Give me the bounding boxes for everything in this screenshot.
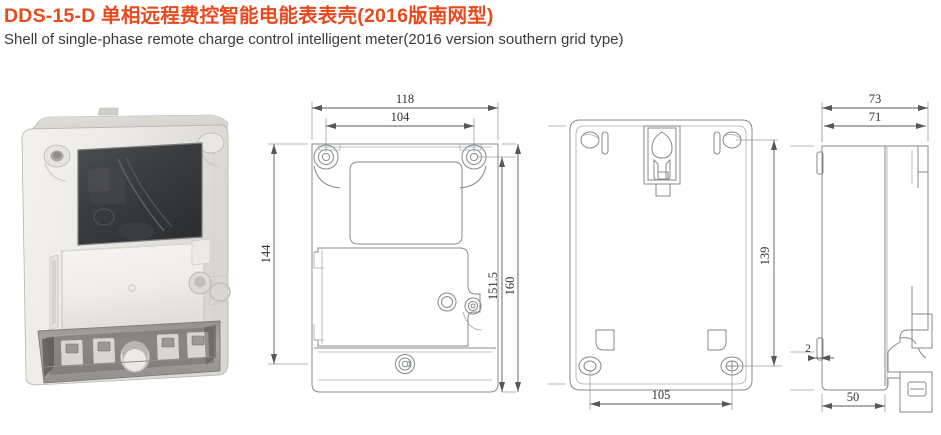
side-extension-lines: [790, 102, 929, 412]
dimension-144-label: 144: [259, 244, 273, 264]
dimension-118: 118: [312, 92, 498, 111]
dimension-118-label: 118: [396, 92, 414, 106]
side-terminal-box: [899, 371, 933, 413]
dimension-104-label: 104: [391, 110, 411, 124]
photo-terminal-cover: [49, 238, 231, 334]
dimension-151-5: 151.5: [486, 157, 505, 392]
dimension-73: 73: [822, 92, 928, 111]
dimension-139-label: 139: [758, 247, 772, 266]
front-extension-lines: [268, 102, 516, 393]
dimension-71: 71: [824, 110, 926, 129]
side-tab-upper: [816, 151, 824, 175]
front-terminal-cover: [313, 247, 483, 347]
rear-extension-lines: [548, 125, 782, 410]
rear-hanging-bracket: [643, 125, 681, 197]
dimension-105-label: 105: [652, 388, 671, 402]
front-view-drawing: 118 104 144 151.5: [259, 90, 524, 420]
dimension-144: 144: [259, 144, 277, 364]
rear-bracket-tab-left: [595, 329, 615, 351]
rear-view-outline: [569, 119, 753, 391]
front-terminal-zone: [314, 347, 496, 381]
product-photo: [14, 95, 264, 410]
dimension-160: 160: [503, 144, 521, 392]
front-mount-hole-right: [459, 144, 487, 189]
side-view-outline: [816, 145, 933, 413]
dimension-104: 104: [326, 110, 474, 129]
dimension-2: 2: [805, 343, 834, 361]
photo-mounting-boss-left: [43, 144, 71, 182]
rear-corner-boss-top-left: [580, 131, 600, 149]
side-upper-bracket: [911, 146, 928, 188]
dimension-50: 50: [822, 390, 885, 409]
dimension-71-label: 71: [869, 110, 882, 124]
rear-vent-slot-right: [713, 131, 721, 155]
side-view-drawing: 73 71 2 50: [790, 90, 941, 420]
dimension-73-label: 73: [869, 92, 882, 106]
page-header: DDS-15-D 单相远程费控智能电能表表壳(2016版南网型) Shell o…: [4, 4, 934, 50]
dimension-160-label: 160: [503, 277, 517, 296]
side-tab-lower: [816, 337, 824, 361]
front-display-window: [349, 161, 463, 245]
page-subtitle: Shell of single-phase remote charge cont…: [4, 31, 624, 48]
rear-view-drawing: 139 105: [548, 90, 798, 420]
rear-bracket-tab-right: [707, 329, 727, 351]
dimension-105: 105: [590, 388, 732, 407]
front-mount-hole-left: [313, 144, 341, 189]
side-lower-bracket: [899, 286, 933, 359]
dimension-139: 139: [758, 140, 777, 366]
dimension-151-5-label: 151.5: [486, 272, 500, 300]
dimension-2-label: 2: [805, 343, 811, 355]
photo-display-window: [77, 142, 203, 246]
front-view-outline: [311, 143, 499, 393]
dimension-50-label: 50: [847, 390, 860, 404]
rear-vent-slot-left: [601, 131, 609, 155]
page-title: DDS-15-D 单相远程费控智能电能表表壳(2016版南网型): [4, 5, 494, 27]
photo-terminal-block: [37, 320, 221, 384]
